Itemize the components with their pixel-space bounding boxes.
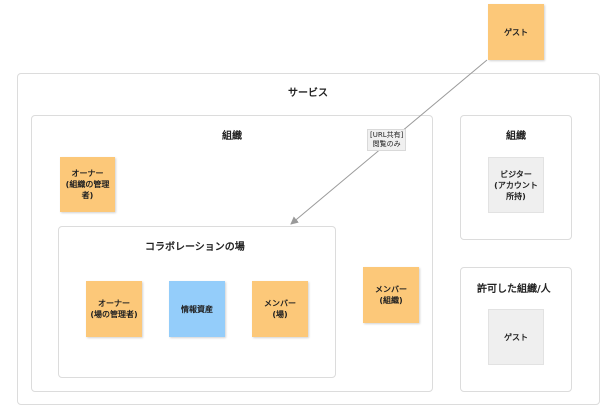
service-title: サービス — [288, 88, 328, 99]
org-owner-note: オーナー (組織の管理 者) — [60, 157, 115, 212]
org-member-label: メンバー (組織) — [375, 285, 407, 305]
collaboration-title: コラボレーションの場 — [145, 242, 245, 253]
org-member-note: メンバー (組織) — [363, 267, 419, 323]
space-member-label: メンバー (場) — [264, 299, 296, 319]
organization-title: 組織 — [222, 131, 242, 142]
space-member-note: メンバー (場) — [252, 281, 308, 337]
permitted-guest-note: ゲスト — [488, 309, 544, 365]
space-owner-label: オーナー (場の管理者) — [90, 299, 138, 319]
share-arrow-label: [URL共有] 閲覧のみ — [367, 129, 407, 151]
information-asset-note: 情報資産 — [169, 281, 225, 337]
information-asset-label: 情報資産 — [181, 304, 213, 314]
share-arrow-label-line2: 閲覧のみ — [372, 140, 401, 148]
space-owner-note: オーナー (場の管理者) — [86, 281, 142, 337]
external-guest-note: ゲスト — [488, 4, 544, 60]
permitted-title: 許可した組織/人 — [477, 284, 551, 295]
share-arrow-label-line1: [URL共有] — [370, 131, 404, 139]
visitor-note: ビジター (アカウント 所持) — [488, 157, 544, 213]
permitted-guest-label: ゲスト — [504, 332, 528, 342]
visitor-org-title: 組織 — [506, 131, 526, 142]
visitor-label: ビジター (アカウント 所持) — [494, 169, 538, 201]
org-owner-label: オーナー (組織の管理 者) — [65, 169, 110, 200]
external-guest-label: ゲスト — [504, 27, 528, 37]
